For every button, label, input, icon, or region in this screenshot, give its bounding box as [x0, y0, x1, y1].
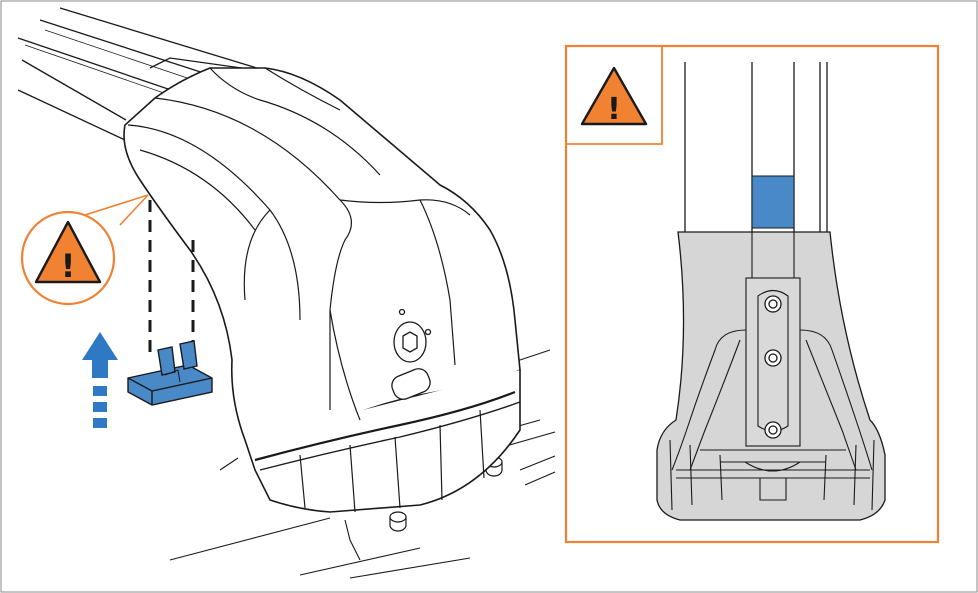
housing-bolt	[391, 308, 432, 400]
detail-bolts	[764, 295, 782, 439]
blue-strip	[751, 175, 795, 229]
housing-details	[127, 67, 521, 513]
guide-lines	[148, 200, 195, 355]
warning-callout: !	[20, 210, 116, 306]
left-panel: !	[17, 7, 556, 579]
arrow-up-icon	[82, 332, 118, 428]
blue-pad	[127, 340, 213, 406]
warning-triangle-icon	[34, 220, 102, 284]
warning-glyph: !	[607, 92, 621, 127]
warning-triangle-icon	[580, 66, 648, 126]
callout-leader	[84, 194, 149, 226]
warning-badge: !	[566, 46, 663, 145]
warning-glyph: !	[61, 247, 76, 285]
detail-panel: !	[564, 44, 940, 544]
foot-housing	[123, 67, 521, 513]
